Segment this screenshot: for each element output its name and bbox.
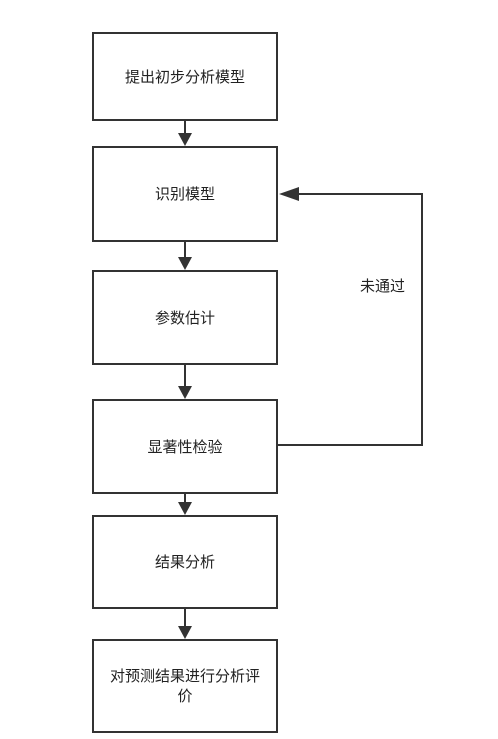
node-evaluate-prediction-label: 对预测结果进行分析评价 bbox=[109, 667, 260, 705]
node-identify-model-label: 识别模型 bbox=[154, 185, 215, 203]
node-significance-test: 显著性检验 bbox=[92, 399, 278, 494]
node-evaluate-prediction: 对预测结果进行分析评价 bbox=[92, 639, 278, 733]
node-significance-test-label: 显著性检验 bbox=[147, 437, 223, 456]
node-identify-model: 识别模型 bbox=[92, 146, 278, 242]
edge-analyze-evaluate bbox=[178, 609, 192, 639]
node-parameter-estimation: 参数估计 bbox=[92, 270, 278, 365]
edge-propose-identify bbox=[178, 121, 192, 146]
node-propose-model-label: 提出初步分析模型 bbox=[124, 67, 245, 86]
node-propose-model: 提出初步分析模型 bbox=[92, 32, 278, 121]
edge-identify-estimate bbox=[178, 242, 192, 270]
node-parameter-estimation-label: 参数估计 bbox=[154, 308, 215, 327]
edge-test-identify-feedback bbox=[278, 187, 423, 446]
edge-estimate-test bbox=[178, 365, 192, 399]
feedback-edge-label: 未通过 bbox=[360, 277, 406, 295]
node-result-analysis-label: 结果分析 bbox=[154, 553, 215, 571]
node-result-analysis: 结果分析 bbox=[92, 515, 278, 609]
edge-test-analyze bbox=[178, 494, 192, 515]
